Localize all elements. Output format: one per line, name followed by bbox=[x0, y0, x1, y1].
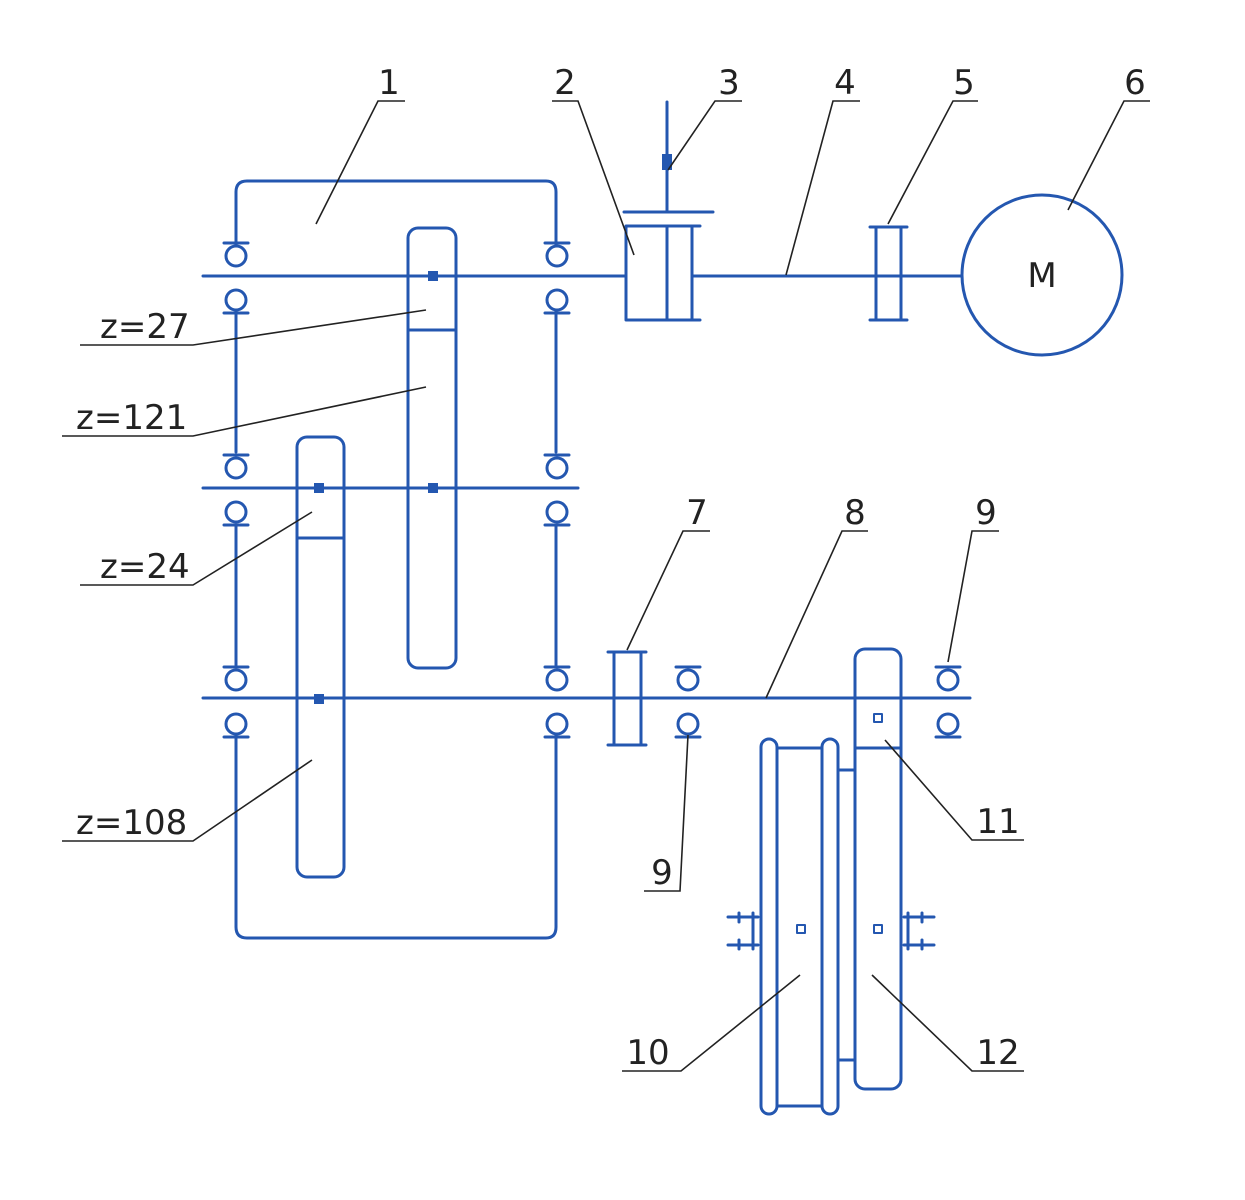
gear-label-z108: z=108 bbox=[76, 803, 187, 843]
gear-tooth-labels: z=27 z=121 z=24 z=108 bbox=[76, 307, 190, 843]
gear-z108 bbox=[295, 435, 346, 879]
leader-lines bbox=[62, 100, 1150, 1072]
label-9-right: 9 bbox=[975, 493, 997, 533]
part-labels: 1 2 3 4 5 6 7 8 9 9 10 11 12 M bbox=[378, 63, 1146, 1073]
electric-motor bbox=[960, 193, 1124, 357]
label-9-left: 9 bbox=[651, 853, 673, 893]
label-2: 2 bbox=[554, 63, 576, 103]
label-4: 4 bbox=[834, 63, 856, 103]
bearings bbox=[222, 241, 962, 739]
label-5: 5 bbox=[953, 63, 975, 103]
label-6: 6 bbox=[1124, 63, 1146, 103]
running-wheel-10 bbox=[759, 737, 840, 1116]
label-3: 3 bbox=[718, 63, 740, 103]
label-12: 12 bbox=[976, 1033, 1019, 1073]
label-10: 10 bbox=[626, 1033, 669, 1073]
drive-gear-11 bbox=[836, 647, 903, 1091]
label-11: 11 bbox=[976, 802, 1019, 842]
gear-label-z24: z=24 bbox=[100, 547, 190, 587]
wheel-axle-bearings bbox=[726, 911, 936, 951]
label-7: 7 bbox=[686, 493, 708, 533]
coupling-7 bbox=[606, 650, 648, 747]
gearbox-housing bbox=[234, 179, 558, 940]
coupling-5 bbox=[868, 225, 909, 322]
gear-label-z121: z=121 bbox=[76, 398, 187, 438]
brake-coupling bbox=[622, 100, 715, 322]
gear-label-z27: z=27 bbox=[100, 307, 190, 347]
motor-label: M bbox=[1027, 256, 1056, 296]
label-1: 1 bbox=[378, 63, 400, 103]
label-8: 8 bbox=[844, 493, 866, 533]
gear-z121 bbox=[406, 226, 458, 670]
